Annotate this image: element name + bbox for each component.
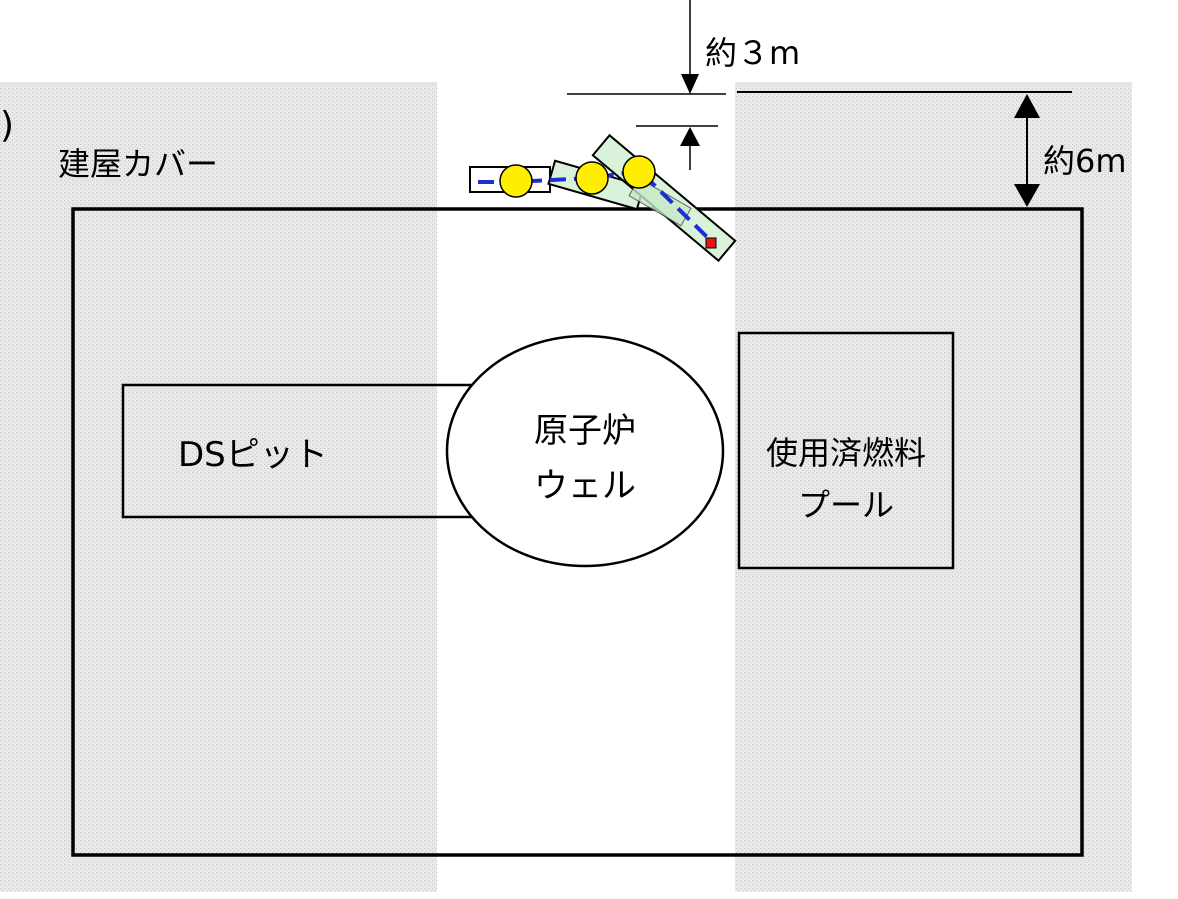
reactor-well-label-2: ウェル: [534, 466, 636, 506]
pool-label-1: 使用済燃料: [766, 434, 926, 472]
dimension-6m-label: 約6m: [1043, 142, 1127, 180]
building-outline: [71, 207, 1084, 857]
dimension-6m: [737, 91, 1072, 207]
joint-3: [622, 155, 656, 189]
spent-fuel-pool: [737, 331, 955, 570]
reactor-well-label-1: 原子炉: [534, 411, 636, 451]
reactor-well: [445, 334, 725, 568]
structural-members: [469, 133, 737, 263]
tip-marker: [705, 237, 717, 249]
cover-label: 建屋カバー: [58, 145, 218, 183]
ds-pit-label: DSピット: [178, 435, 328, 475]
dimension-3m: [567, 0, 726, 170]
joint-1: [499, 164, 533, 198]
pool-label-2: プール: [798, 486, 894, 524]
dimension-3m-label: 約３m: [705, 34, 800, 72]
joint-2: [575, 161, 609, 195]
edge-mark: ): [0, 105, 14, 146]
